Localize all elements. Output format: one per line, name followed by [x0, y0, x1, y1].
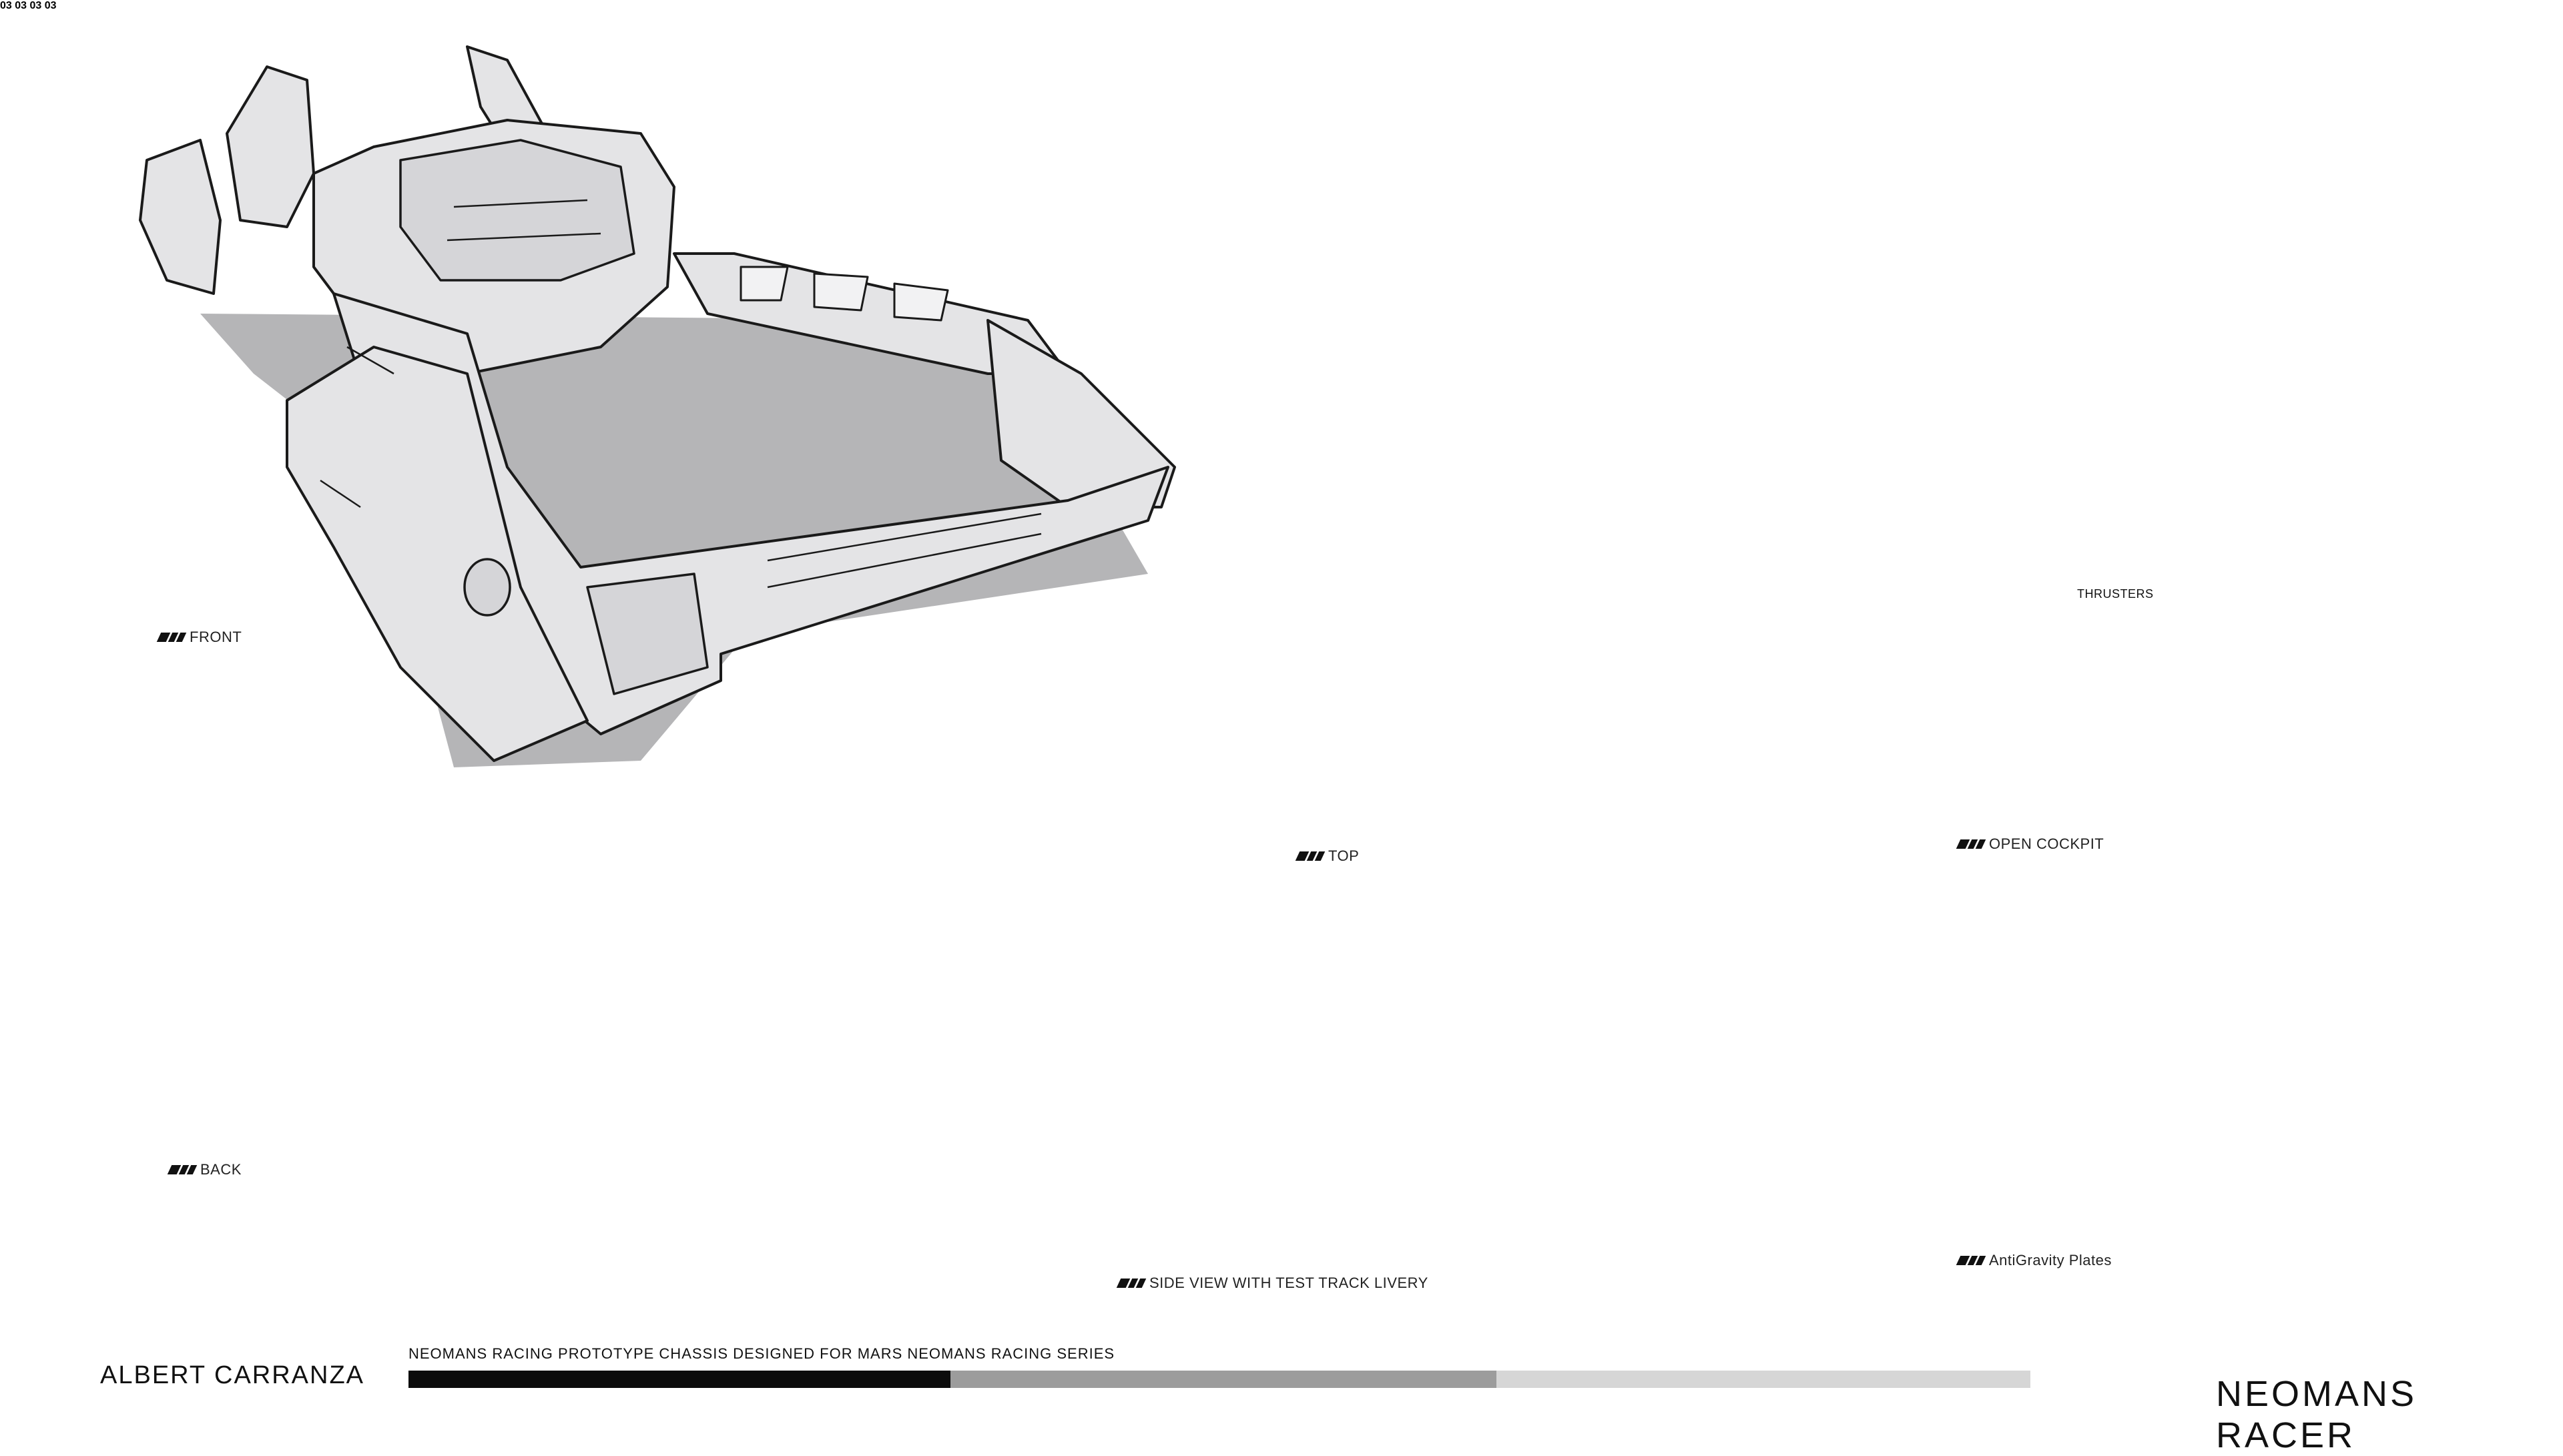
- front-view-drawing: [139, 45, 1176, 767]
- thrusters-label: THRUSTERS: [2077, 587, 2154, 601]
- label-slash-icon: [1956, 1256, 1986, 1265]
- top-livery-number: 03: [15, 0, 27, 11]
- caption-bar-dark: [408, 1371, 950, 1388]
- open-cockpit-label: OPEN COCKPIT: [1956, 835, 2104, 853]
- label-slash-icon: [156, 633, 187, 642]
- side-livery-number: 03: [29, 0, 42, 11]
- label-slash-icon: [1116, 1279, 1147, 1288]
- label-slash-icon: [1295, 851, 1326, 861]
- label-slash-icon: [167, 1165, 198, 1174]
- top-view-drawing: 03: [15, 0, 29, 11]
- back-view-drawing: 03: [0, 0, 15, 11]
- front-view-label: FRONT: [156, 629, 242, 646]
- artist-credit: ALBERT CARRANZA: [100, 1361, 365, 1389]
- sheet-caption: NEOMANS RACING PROTOTYPE CHASSIS DESIGNE…: [408, 1345, 1115, 1362]
- top-view-label: TOP: [1295, 847, 1359, 865]
- back-view-label: BACK: [167, 1161, 242, 1178]
- antigravity-label: AntiGravity Plates: [1956, 1252, 2112, 1269]
- caption-bar-light: [1496, 1371, 2030, 1388]
- back-livery-number: 03: [0, 0, 12, 11]
- side-cockpit-number: 03: [44, 0, 57, 11]
- caption-bar-mid: [950, 1371, 1496, 1388]
- label-slash-icon: [1956, 839, 1986, 849]
- brand-title: NEOMANS RACER: [2216, 1374, 2417, 1455]
- side-view-label: SIDE VIEW WITH TEST TRACK LIVERY: [1116, 1275, 1428, 1292]
- side-view-drawing: 03 03: [30, 0, 57, 11]
